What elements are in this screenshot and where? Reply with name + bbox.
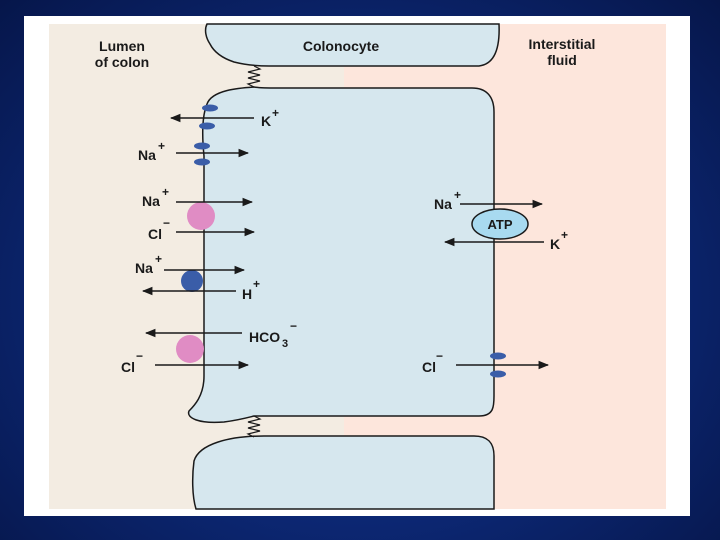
- na-exch-label-sup: +: [155, 252, 162, 266]
- na-cl-cotransporter: [187, 202, 215, 230]
- tight-junction-bottom: [246, 415, 262, 438]
- cl-channel-top: [490, 352, 506, 360]
- tight-junction-top: [246, 65, 262, 88]
- na-h-exchanger: [181, 270, 203, 292]
- na-channel-bottom: [194, 158, 210, 166]
- cl-baso-label: Cl: [422, 359, 436, 375]
- slide-frame: Lumen of colon Colonocyte Interstitial f…: [24, 16, 690, 516]
- lumen-label: Lumen: [99, 38, 145, 54]
- upper-neighbor-cell: [204, 23, 500, 67]
- na-exch-label: Na: [135, 260, 153, 276]
- colonocyte-transport-diagram: Lumen of colon Colonocyte Interstitial f…: [49, 23, 666, 510]
- cl-exch-label-sup: −: [136, 349, 143, 363]
- na-cotrans-label: Na: [142, 193, 160, 209]
- hco3-label: HCO: [249, 329, 280, 345]
- k-label: K: [261, 113, 271, 129]
- cl-channel-bottom: [490, 370, 506, 378]
- cl-hco3-exchanger: [176, 335, 204, 363]
- hco3-label-sup: −: [290, 319, 297, 333]
- na-k-atpase-pump: [471, 208, 529, 240]
- k-label-sup: +: [272, 106, 279, 120]
- interstitial-label: Interstitial: [529, 36, 596, 52]
- k-pump-label: K: [550, 236, 560, 252]
- na-channel-top: [194, 142, 210, 150]
- na-pump-label-sup: +: [454, 188, 461, 202]
- hco3-label-sub: 3: [282, 338, 288, 350]
- k-channel-top: [202, 104, 218, 112]
- interstitial-label-line2: fluid: [547, 52, 577, 68]
- cl-exch-label: Cl: [121, 359, 135, 375]
- lumen-label-line2: of colon: [95, 54, 149, 70]
- k-pump-label-sup: +: [561, 228, 568, 242]
- cl-cotrans-label: Cl: [148, 226, 162, 242]
- na-pump-label: Na: [434, 196, 452, 212]
- h-exch-label-sup: +: [253, 277, 260, 291]
- k-channel-bottom: [199, 122, 215, 130]
- na-cotrans-label-sup: +: [162, 185, 169, 199]
- lower-neighbor-cell: [191, 435, 495, 510]
- colonocyte-cell: [187, 86, 495, 424]
- cl-baso-label-sup: −: [436, 349, 443, 363]
- cl-cotrans-label-sup: −: [163, 216, 170, 230]
- na-channel-label: Na: [138, 147, 156, 163]
- na-channel-label-sup: +: [158, 139, 165, 153]
- h-exch-label: H: [242, 286, 252, 302]
- colonocyte-label: Colonocyte: [303, 38, 379, 54]
- atp-label: ATP: [487, 217, 512, 232]
